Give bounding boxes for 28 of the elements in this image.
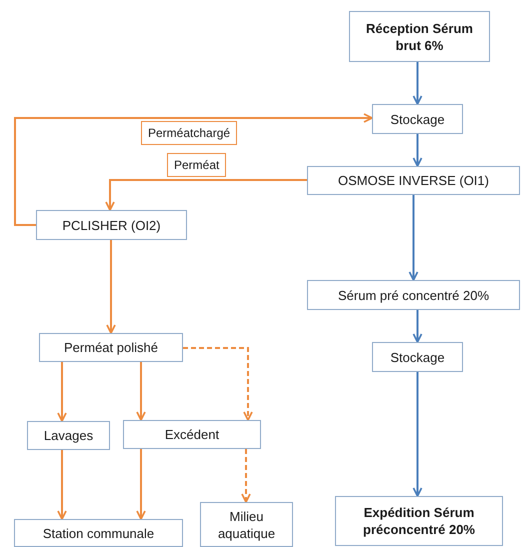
arrow	[412, 310, 422, 343]
arrow	[408, 195, 418, 281]
arrow	[106, 240, 116, 334]
process-box: Réception Sérum brut 6%	[349, 11, 490, 62]
arrow	[57, 450, 67, 520]
edge-label: Perméat	[167, 153, 226, 177]
process-box: Expédition Sérum préconcentré 20%	[335, 496, 503, 546]
process-box: Stockage	[372, 342, 463, 372]
arrow	[136, 362, 146, 421]
process-box: Stockage	[372, 104, 463, 134]
process-box: Station communale	[14, 519, 183, 547]
process-box: Milieu aquatique	[200, 502, 293, 547]
process-box: PCLISHER (OI2)	[36, 210, 187, 240]
arrow	[412, 372, 422, 497]
process-box: Lavages	[27, 421, 110, 450]
arrow	[14, 113, 373, 226]
arrow	[105, 179, 307, 211]
process-box: Sérum pré concentré 20%	[307, 280, 520, 310]
arrow	[241, 449, 251, 503]
process-box: OSMOSE INVERSE (OI1)	[307, 166, 520, 195]
arrow	[412, 62, 422, 105]
process-box: Perméat polishé	[39, 333, 183, 362]
edge-label: Perméatchargé	[141, 121, 238, 145]
arrow	[136, 449, 146, 520]
arrow	[183, 347, 253, 421]
arrow	[57, 362, 67, 422]
process-box: Excédent	[123, 420, 261, 449]
arrow	[412, 134, 422, 167]
